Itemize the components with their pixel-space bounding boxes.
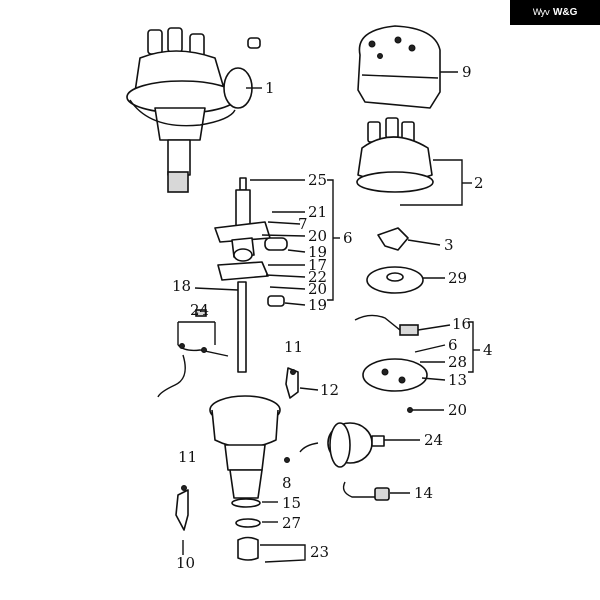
label-12: 12	[320, 381, 339, 399]
label-6-breaker: 6	[448, 336, 458, 354]
label-4: 4	[483, 341, 493, 359]
governor-shaft-assembly	[194, 177, 340, 373]
part-1-distributor-assembly	[126, 27, 262, 193]
label-14: 14	[414, 484, 433, 502]
brand-mark: Wyv	[532, 7, 550, 18]
label-22: 22	[308, 268, 327, 286]
part-9-cover	[357, 25, 458, 109]
label-9: 9	[462, 63, 472, 81]
label-24-vacuum: 24	[424, 431, 443, 449]
label-24-harness: 24	[190, 301, 209, 319]
part-24-harness-left	[157, 309, 229, 398]
label-17: 17	[308, 256, 327, 274]
label-10: 10	[176, 554, 195, 572]
part-10-bracket	[175, 485, 189, 555]
label-15: 15	[282, 494, 301, 512]
label-11-upper: 11	[284, 338, 303, 356]
distributor-housing	[209, 395, 306, 563]
label-3: 3	[444, 236, 454, 254]
label-2: 2	[474, 174, 484, 192]
label-20-lower: 20	[308, 280, 327, 298]
label-8: 8	[282, 474, 292, 492]
part-14-lead-wire	[342, 481, 410, 501]
brand-logo: Wyv W&G	[510, 0, 600, 25]
label-25: 25	[308, 171, 327, 189]
part-12-clamp	[285, 367, 319, 399]
brand-text: W&G	[552, 7, 578, 18]
label-13: 13	[448, 371, 467, 389]
label-23: 23	[310, 543, 329, 561]
label-20-upper: 20	[308, 227, 327, 245]
label-28: 28	[448, 353, 467, 371]
label-29: 29	[448, 269, 467, 287]
label-7: 7	[298, 215, 308, 233]
part-29-seal	[366, 266, 445, 294]
label-20-screw: 20	[448, 401, 467, 419]
label-11-lower: 11	[178, 448, 197, 466]
part-24-vacuum-advance	[299, 422, 420, 468]
label-18: 18	[172, 277, 191, 295]
label-1: 1	[265, 79, 275, 97]
label-16: 16	[452, 315, 471, 333]
label-21: 21	[308, 203, 327, 221]
label-6: 6	[343, 229, 353, 247]
label-19-lower: 19	[308, 296, 327, 314]
label-19-upper: 19	[308, 243, 327, 261]
part-2-distributor-cap	[356, 117, 472, 206]
part-4-breaker-plate-group	[354, 314, 480, 413]
part-3-rotor	[377, 227, 441, 251]
label-27: 27	[282, 514, 301, 532]
